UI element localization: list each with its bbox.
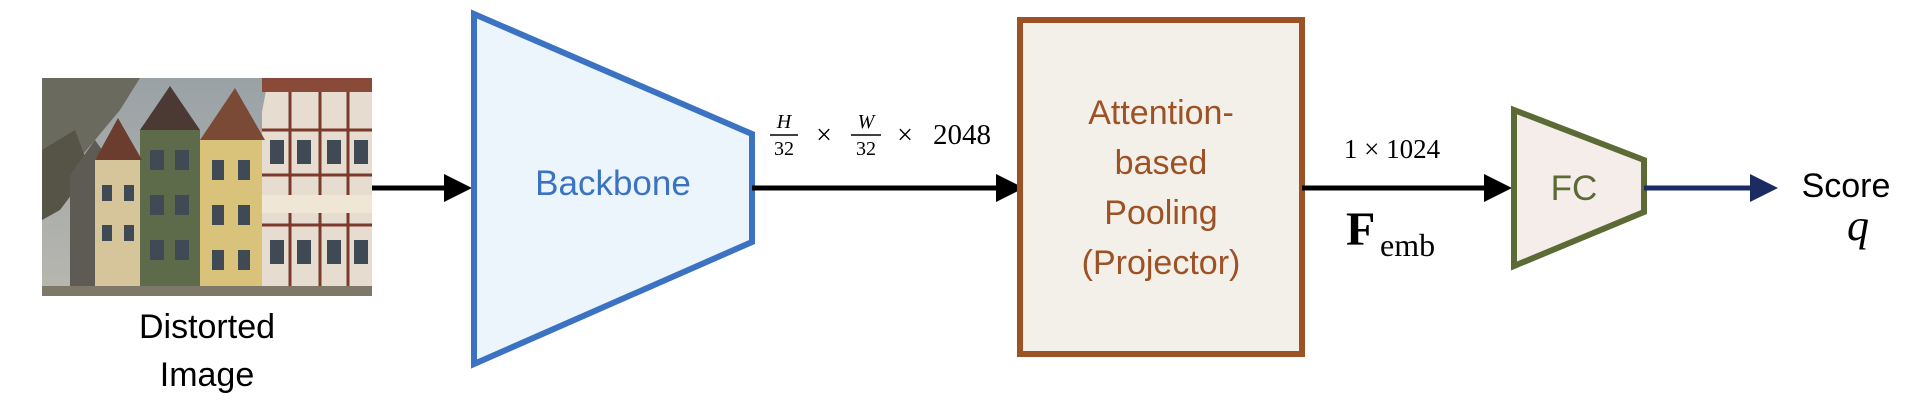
- h-numerator: H: [776, 111, 793, 133]
- distorted-image: [42, 78, 372, 296]
- backbone-label: Backbone: [535, 164, 691, 203]
- score-label: Score: [1802, 167, 1891, 205]
- embedding-dims: 1 × 1024: [1344, 134, 1441, 164]
- pooling-block: [1017, 17, 1305, 357]
- arrow-fc-to-score: [1644, 174, 1778, 202]
- input-label-line1: Distorted: [139, 308, 275, 346]
- w-numerator: W: [858, 111, 877, 133]
- w-denominator: 32: [856, 138, 876, 160]
- arrow-backbone-to-pooling: [752, 174, 1024, 202]
- channel-count: 2048: [933, 119, 991, 151]
- pooling-label-line4: (Projector): [1082, 244, 1241, 282]
- input-label-line2: Image: [160, 356, 255, 394]
- embedding-symbol: F: [1346, 203, 1375, 256]
- embedding-subscript: emb: [1380, 227, 1435, 263]
- arrow-pooling-to-fc: [1302, 174, 1512, 202]
- backbone-block: [471, 9, 755, 369]
- pooling-label-line2: based: [1115, 144, 1208, 182]
- pooling-label-line1: Attention-: [1088, 94, 1234, 132]
- fc-block: [1511, 105, 1647, 271]
- h-denominator: 32: [774, 138, 794, 160]
- pooling-label-line3: Pooling: [1104, 194, 1217, 232]
- fc-label: FC: [1551, 169, 1598, 208]
- feature-map-dims: H 32 × W 32 × 2048: [770, 111, 991, 160]
- arrow-image-to-backbone: [372, 174, 472, 202]
- times-sign-2: ×: [897, 120, 913, 151]
- times-sign-1: ×: [816, 120, 832, 151]
- score-symbol: q: [1847, 201, 1869, 250]
